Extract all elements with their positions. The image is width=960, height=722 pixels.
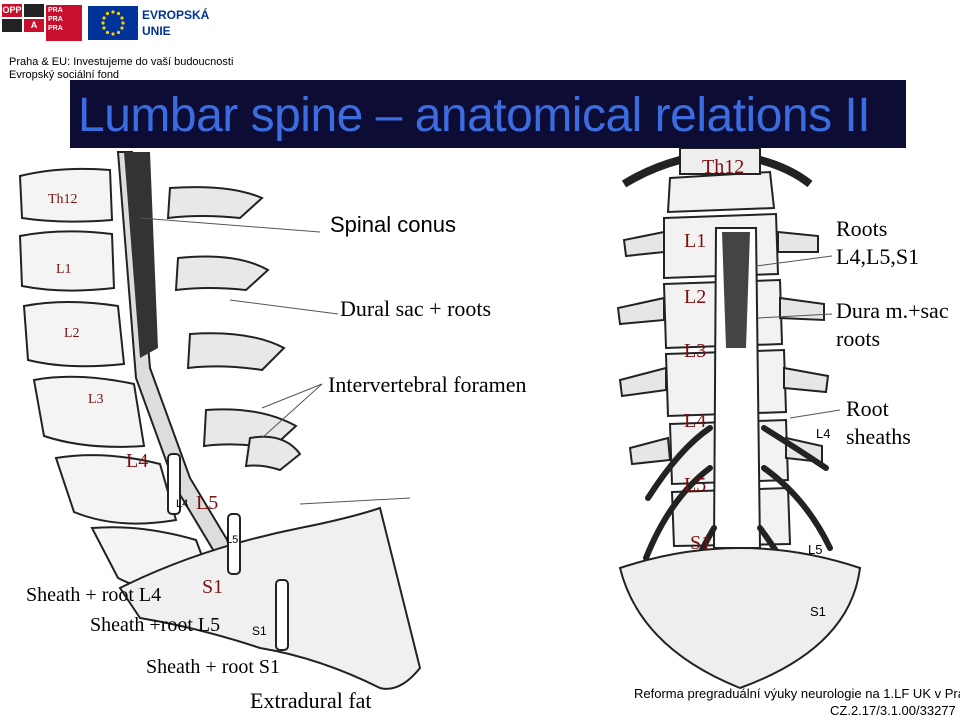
praha-line: PRA — [48, 7, 63, 14]
label-root-sheaths-2: sheaths — [846, 424, 911, 449]
label-dura-2: roots — [836, 326, 880, 351]
right-vertebra-label: L4 — [684, 410, 707, 432]
label-sheath-l4: Sheath + root L4 — [26, 584, 162, 606]
left-fig-root-label: S1 — [252, 624, 267, 638]
label-roots-2: L4,L5,S1 — [836, 244, 920, 269]
right-vertebra-label: L5 — [684, 474, 707, 496]
left-fig-root-label: L5 — [226, 534, 239, 546]
left-vertebra-label: L5 — [196, 492, 219, 514]
right-vertebra-label: L2 — [684, 286, 707, 308]
right-vertebra-label: Th12 — [702, 156, 745, 178]
label-sheath-s1: Sheath + root S1 — [146, 656, 281, 678]
title-bar — [70, 80, 906, 148]
left-vertebra-label: L1 — [56, 262, 72, 277]
left-vertebra-label: L4 — [126, 450, 149, 472]
sagittal-spine-drawing — [18, 151, 422, 690]
left-vertebra-label: L2 — [64, 326, 80, 341]
left-fig-root-label: L4 — [176, 498, 189, 510]
opp-tile-3 — [2, 19, 22, 32]
label-intervertebral-foramen: Intervertebral foramen — [328, 372, 527, 397]
label-extradural-fat: Extradural fat — [250, 688, 372, 713]
opp-tile-2 — [24, 4, 44, 17]
label-sheath-l5: Sheath +root L5 — [90, 614, 221, 636]
header-subtitle-2: Evropský sociální fond — [9, 69, 120, 81]
left-vertebra-label: Th12 — [48, 192, 78, 207]
posterior-spine-drawing — [616, 148, 862, 690]
praha-line: PRA — [48, 16, 63, 23]
praha-line: PRA — [48, 25, 63, 32]
label-root-sheaths-1: Root — [846, 396, 889, 421]
footer-line-2: CZ.2.17/3.1.00/33277 — [830, 703, 956, 718]
eu-text-2: UNIE — [142, 24, 171, 38]
header-logos: OPP A PRA PRA PRA EVROPSKÁ UNIE — [2, 2, 224, 44]
label-spinal-conus: Spinal conus — [330, 212, 456, 237]
praha-logo: PRA PRA PRA — [46, 5, 82, 41]
eu-text-1: EVROPSKÁ — [142, 8, 210, 22]
left-vertebra-label: S1 — [202, 576, 224, 598]
label-dural-sac: Dural sac + roots — [340, 296, 492, 321]
footer-line-1: Reforma pregraduální výuky neurologie na… — [634, 686, 960, 701]
opp-tile-4: A — [24, 19, 44, 32]
label-roots-1: Roots — [836, 216, 888, 241]
page-title: Lumbar spine – anatomical relations II — [78, 89, 871, 142]
right-fig-root-label: L4 — [816, 426, 831, 441]
header-subtitle-1: Praha & EU: Investujeme do vaší budoucno… — [9, 56, 234, 68]
right-fig-root-label: L5 — [808, 542, 823, 557]
right-vertebra-label: S1 — [690, 532, 712, 554]
label-dura-1: Dura m.+sac — [836, 298, 949, 323]
right-fig-root-label: S1 — [810, 604, 826, 619]
eu-flag-icon — [88, 6, 138, 40]
opp-tile-1: OPP — [2, 4, 22, 17]
left-vertebra-label: L3 — [88, 392, 104, 407]
right-vertebra-label: L1 — [684, 230, 707, 252]
right-vertebra-label: L3 — [684, 340, 707, 362]
